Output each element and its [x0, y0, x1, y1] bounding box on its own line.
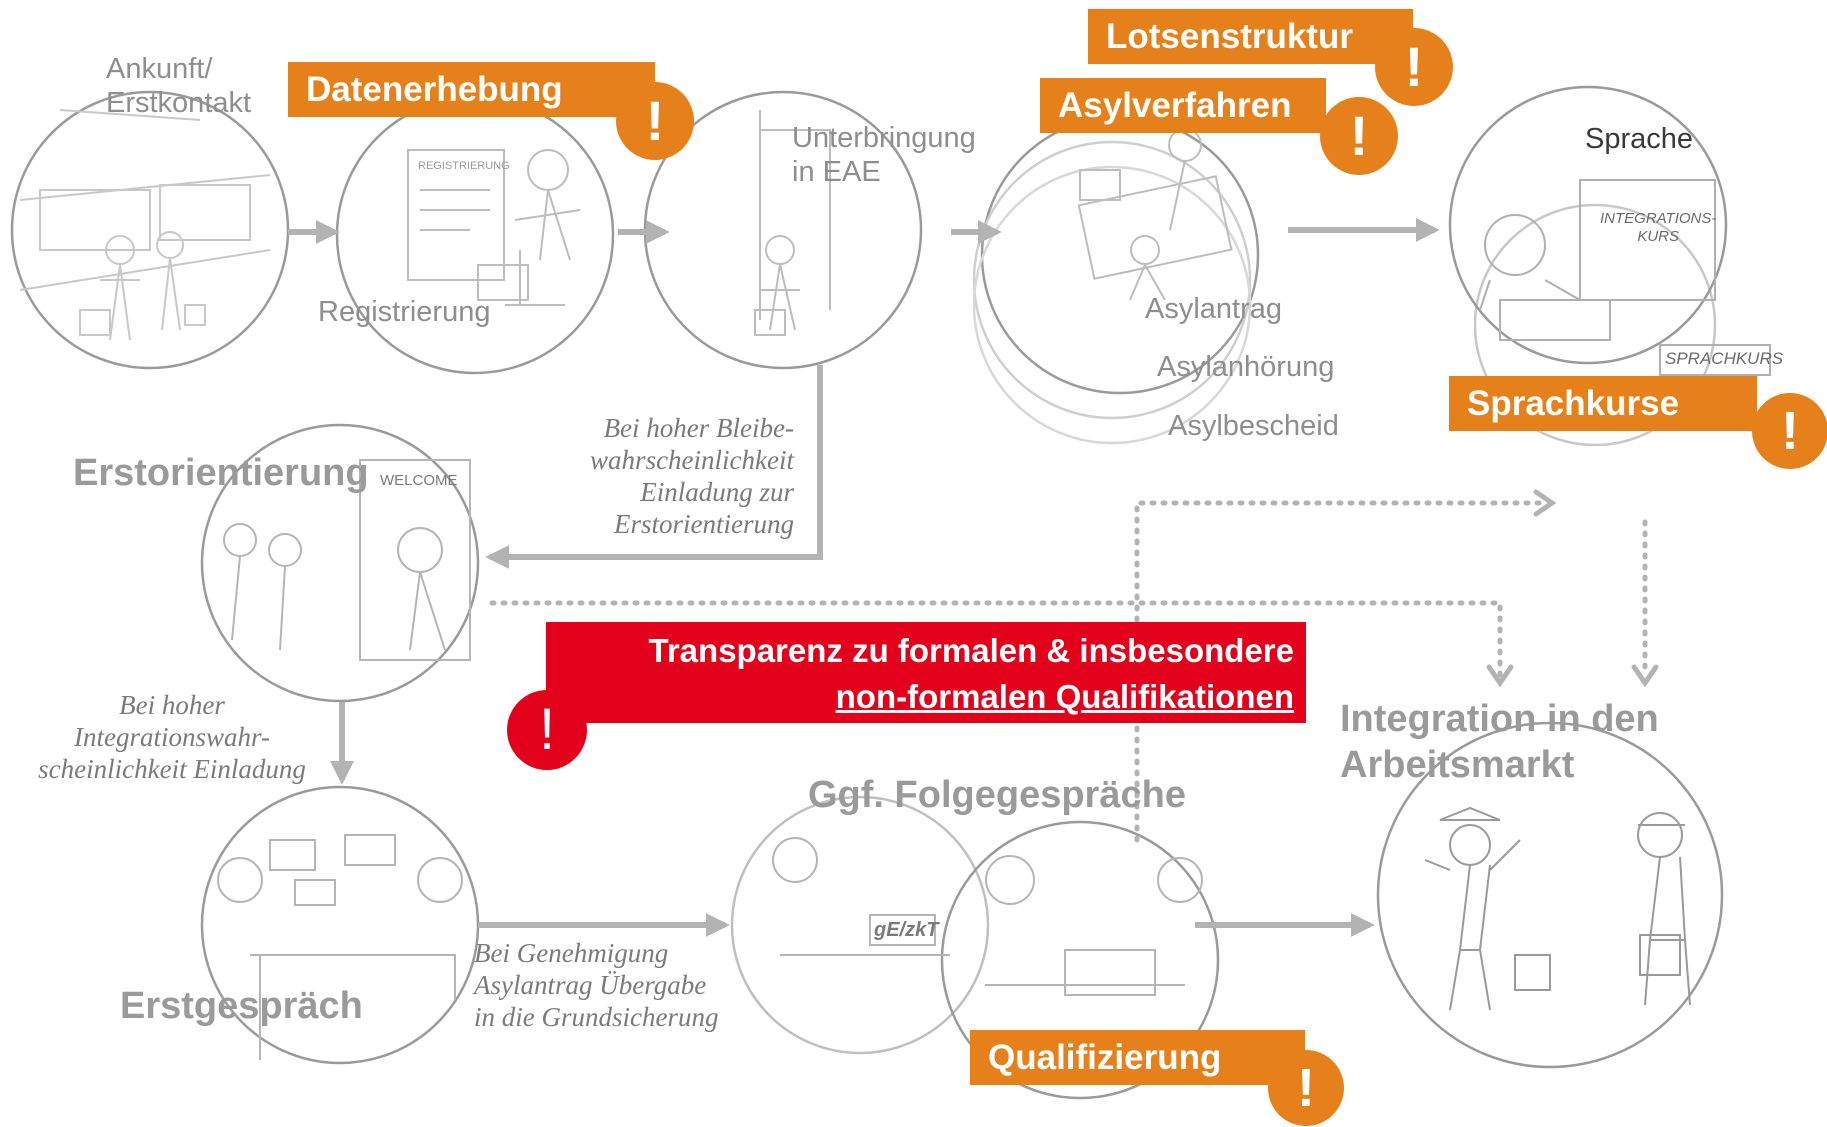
- note-bleibewahrscheinlichkeit: Bei hoher Bleibe- wahrscheinlichkeit Ein…: [590, 413, 794, 539]
- integrationskurs-board-text: INTEGRATIONS- KURS: [1600, 210, 1717, 245]
- warning-icon-asylverfahren: !: [1320, 97, 1398, 175]
- circle-sprache: [1448, 85, 1728, 447]
- dotted-arrows: [489, 500, 1648, 843]
- circle-erstorientierung: [200, 423, 480, 703]
- note-genehmigung: Bei Genehmigung Asylantrag Übergabe in d…: [474, 938, 719, 1032]
- tag-lotsenstruktur: Lotsenstruktur: [1088, 9, 1413, 64]
- warning-icon-lotsenstruktur: !: [1375, 28, 1453, 106]
- qualification-transparency-banner: Transparenz zu formalen & insbesondere n…: [546, 622, 1306, 723]
- label-registrierung: Registrierung: [318, 296, 491, 328]
- banner-line-2: non-formalen Qualifikationen: [835, 678, 1294, 715]
- label-unterbringung: Unterbringung in EAE: [792, 122, 976, 188]
- label-asylanhoerung: Asylanhörung: [1157, 351, 1335, 383]
- tag-asylverfahren: Asylverfahren: [1040, 78, 1326, 133]
- sprache-sketch: [1479, 179, 1771, 376]
- erstorientierung-sketch: [223, 459, 471, 661]
- warning-icon-banner: !: [507, 690, 587, 770]
- title-integration: Integration in den Arbeitsmarkt: [1340, 698, 1659, 786]
- circle-registrierung: [335, 95, 615, 375]
- circle-integration: [1376, 721, 1724, 1069]
- label-sprache: Sprache: [1585, 123, 1694, 155]
- registrierung-sketch: [407, 149, 581, 306]
- label-ankunft: Ankunft/ Erstkontakt: [106, 53, 252, 119]
- circle-asyl: [972, 115, 1260, 445]
- registrierung-board-text: REGISTRIERUNG: [418, 160, 510, 172]
- integration-sketch: [1424, 806, 1691, 1011]
- title-erstorientierung: Erstorientierung: [73, 452, 369, 494]
- erstgespraech-sketch: [217, 834, 463, 1060]
- warning-icon-qualifizierung: !: [1268, 1050, 1344, 1126]
- tag-qualifizierung: Qualifizierung: [970, 1030, 1305, 1085]
- label-asylantrag: Asylantrag: [1145, 293, 1283, 325]
- tag-datenerhebung: Datenerhebung: [288, 62, 655, 117]
- title-erstgespraech: Erstgespräch: [120, 985, 363, 1027]
- unterbringung-sketch: [754, 110, 831, 336]
- warning-icon-datenerhebung: !: [616, 82, 694, 160]
- dotted-arrowheads: [1486, 489, 1659, 688]
- folge-sketch: [772, 837, 1203, 996]
- circle-folge: [730, 795, 1220, 1100]
- asyl-sketch: [1077, 128, 1233, 301]
- title-folgegespraeche: Ggf. Folgegespräche: [808, 774, 1186, 816]
- station-sketch: [19, 109, 271, 341]
- warning-icon-sprachkurse: !: [1752, 393, 1827, 469]
- flow-arrows: [288, 218, 1440, 937]
- banner-line-1: Transparenz zu formalen & insbesondere: [648, 632, 1295, 669]
- gezk-sign-text: gE/zkT: [874, 919, 939, 941]
- sprachkurs-sign-text: SPRACHKURS: [1665, 349, 1784, 368]
- tag-sprachkurse: Sprachkurse: [1449, 376, 1757, 431]
- label-asylbescheid: Asylbescheid: [1168, 410, 1339, 442]
- welcome-sign-text: WELCOME: [380, 472, 458, 489]
- note-integrationswahrscheinlichkeit: Bei hoher Integrationswahr- scheinlichke…: [38, 690, 306, 784]
